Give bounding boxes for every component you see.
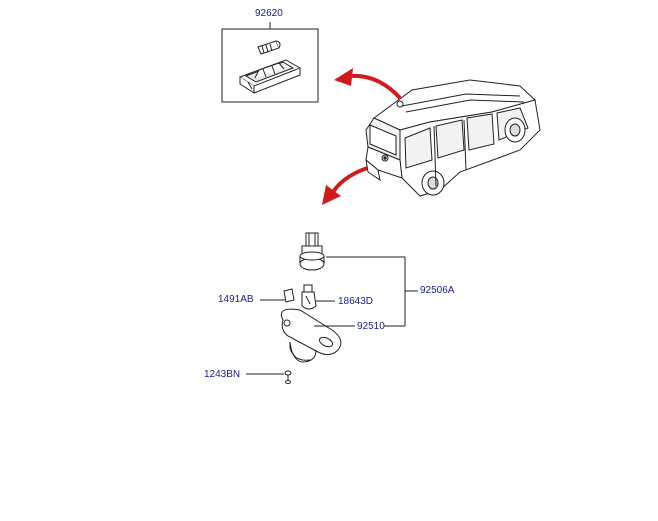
bulb-icon (257, 40, 281, 55)
socket-icon (299, 232, 325, 271)
callout-arrow-lower (322, 164, 375, 205)
part-label-92506a: 92506A (420, 285, 455, 296)
callout-arrow-upper (334, 68, 402, 100)
part-label-1491ab: 1491AB (218, 294, 254, 305)
clip-1491ab-icon (260, 288, 295, 303)
lamp-housing-icon (238, 59, 302, 94)
part-label-92510: 92510 (357, 321, 385, 332)
bracket-92506a (326, 256, 418, 327)
part-label-92620: 92620 (255, 8, 283, 19)
bulb-18643d-icon (301, 284, 335, 310)
part-label-1243bn: 1243BN (204, 369, 241, 380)
lens-housing-icon (280, 308, 355, 363)
inset-room-lamp (221, 22, 319, 103)
part-label-18643d: 18643D (338, 296, 374, 307)
screw-1243bn-icon (246, 370, 292, 384)
vehicle-illustration (365, 79, 541, 197)
